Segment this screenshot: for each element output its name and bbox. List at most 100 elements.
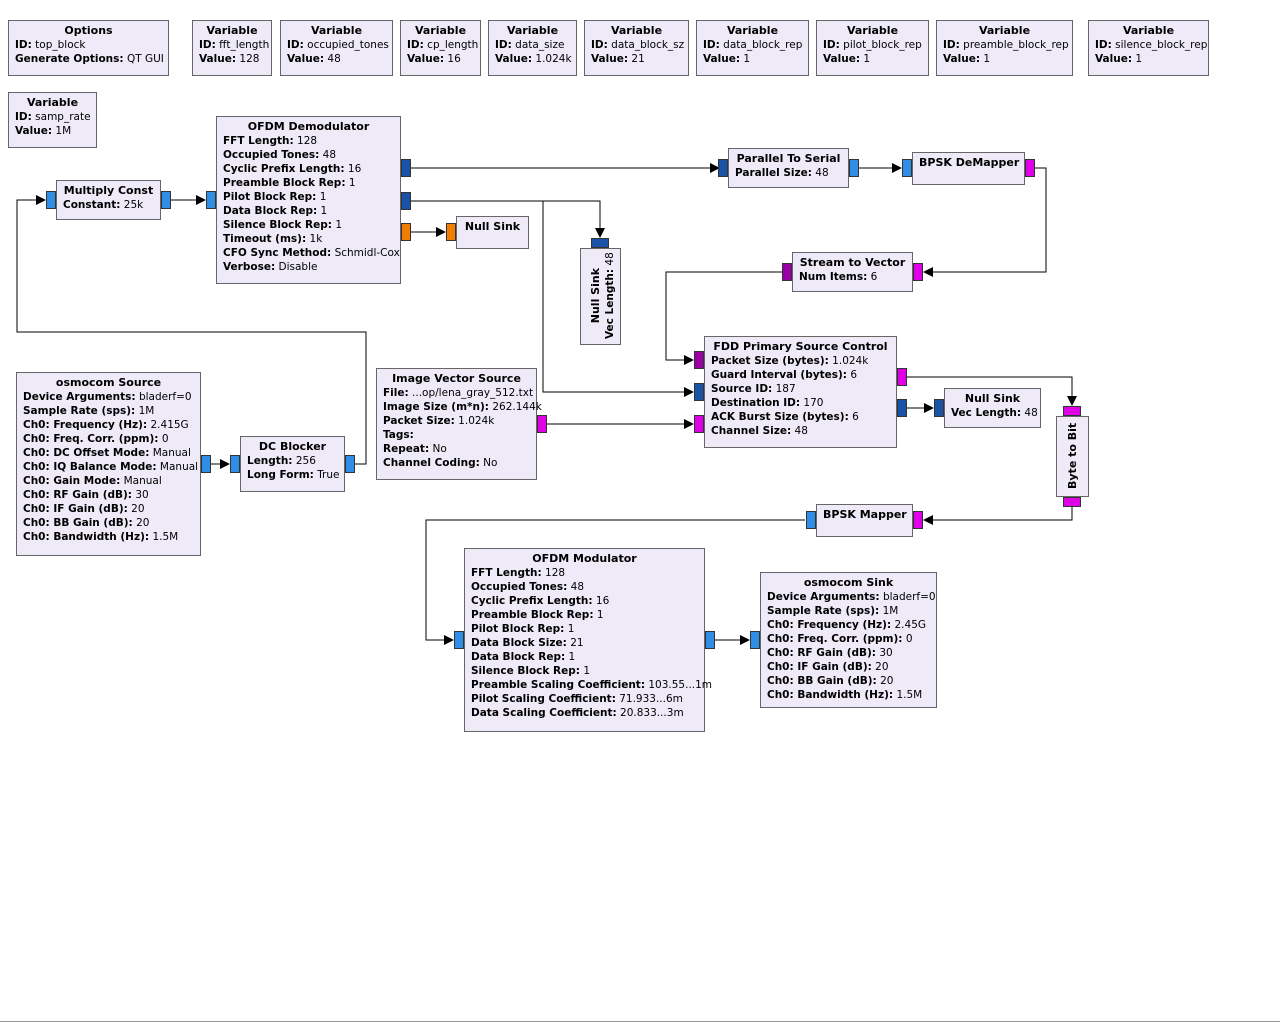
null-sink-vec-in-port[interactable] [591, 238, 609, 248]
demod-out-port-1[interactable] [401, 192, 411, 210]
param-value: 71.933...6m [619, 693, 683, 705]
modulator-out-port[interactable] [705, 631, 715, 649]
param-value: 20 [136, 517, 150, 529]
param-value: 1 [567, 623, 575, 635]
param-value: 1 [320, 205, 328, 217]
null-sink-vec2-in-port[interactable] [934, 399, 944, 417]
wire-dcblocker-to-mult[interactable] [16, 195, 367, 465]
param-value: 20 [880, 675, 894, 687]
demod-out-port-2[interactable] [401, 223, 411, 241]
dcblocker-in-port[interactable] [230, 455, 240, 473]
param-value: 1M [55, 125, 72, 137]
param-value: 21 [570, 637, 584, 649]
param-value: 21 [631, 53, 645, 65]
wire-s2v-to-fdd[interactable] [665, 271, 782, 365]
mapper-out-port[interactable] [806, 511, 816, 529]
bytetobit-out-port[interactable] [1063, 497, 1081, 507]
s2v-in-port[interactable] [913, 263, 923, 281]
param-value: QT GUI [126, 53, 164, 65]
wire-bytetobit-to-mapper[interactable] [923, 506, 1073, 525]
null-sink-vec-block[interactable]: Null Sink Vec Length: 48 [580, 248, 621, 345]
dcblocker-out-port[interactable] [345, 455, 355, 473]
bpsk-demapper-block[interactable]: BPSK DeMapper [912, 152, 1025, 185]
bpsk-mapper-block[interactable]: BPSK Mapper [816, 504, 913, 537]
param-key: Destination ID: [711, 397, 801, 409]
osmo-source-out-port[interactable] [201, 455, 211, 473]
block-title: Variable [206, 24, 258, 37]
param-key: Value: [823, 53, 861, 65]
param-value: 1.024k [832, 355, 869, 367]
mult-in-port[interactable] [46, 191, 56, 209]
param-value: 16 [595, 595, 610, 607]
osmo-sink-in-port[interactable] [750, 631, 760, 649]
null-sink-float-block[interactable]: Null Sink [456, 216, 529, 249]
wire-fdd-to-bytetobit[interactable] [906, 376, 1077, 406]
wire-demapper-to-s2v[interactable] [923, 167, 1047, 277]
image-source-out-port[interactable] [537, 415, 547, 433]
param-key: Value: [1095, 53, 1133, 65]
s2v-out-port[interactable] [782, 263, 792, 281]
demod-in-port[interactable] [206, 191, 216, 209]
wire-demod-to-fdd[interactable] [542, 201, 694, 397]
demod-out-port-0[interactable] [401, 159, 411, 177]
param-key: FFT Length: [223, 135, 294, 147]
byte-to-bit-title: Byte to Bit [1066, 422, 1079, 489]
param-key: Value: [943, 53, 981, 65]
fdd-in-port-0[interactable] [694, 351, 704, 369]
null-sink-float-in-port[interactable] [446, 223, 456, 241]
demapper-in-port[interactable] [902, 159, 912, 177]
wire-demod-to-nullsink-vec[interactable] [410, 200, 605, 238]
bytetobit-in-port[interactable] [1063, 406, 1081, 416]
param-value: 1 [583, 665, 590, 677]
param-row: Cyclic Prefix Length: 16 [223, 162, 394, 176]
wire-mapper-to-modulator[interactable] [425, 519, 805, 645]
param-key: Occupied Tones: [471, 581, 568, 593]
param-row: ID: preamble_block_rep [943, 38, 1069, 52]
fdd-out-port-1[interactable] [897, 399, 907, 417]
param-row: Source ID: 187 [711, 382, 890, 396]
param-row: Image Size (m*n): 262.144k [383, 400, 542, 414]
param-value: 187 [775, 383, 796, 395]
demapper-out-port[interactable] [1025, 159, 1035, 177]
modulator-in-port[interactable] [454, 631, 464, 649]
p2s-in-port[interactable] [718, 159, 728, 177]
fdd-in-port-1[interactable] [694, 383, 704, 401]
param-row: Guard Interval (bytes): 6 [711, 368, 890, 382]
param-value: 128 [297, 135, 318, 147]
param-row: Silence Block Rep: 1 [471, 664, 698, 678]
null-sink-vec-value: 48 [604, 252, 616, 266]
byte-to-bit-block[interactable]: Byte to Bit [1056, 416, 1089, 497]
param-value: 16 [347, 163, 362, 175]
param-row: Preamble Scaling Coefficient: 103.55...1… [471, 678, 712, 692]
mult-out-port[interactable] [161, 191, 171, 209]
param-value: No [483, 457, 498, 469]
mapper-in-port[interactable] [913, 511, 923, 529]
fdd-in-port-2[interactable] [694, 415, 704, 433]
fdd-out-port-0[interactable] [897, 368, 907, 386]
param-key: Value: [199, 53, 237, 65]
param-value: Manual [152, 447, 191, 459]
p2s-out-port[interactable] [849, 159, 859, 177]
